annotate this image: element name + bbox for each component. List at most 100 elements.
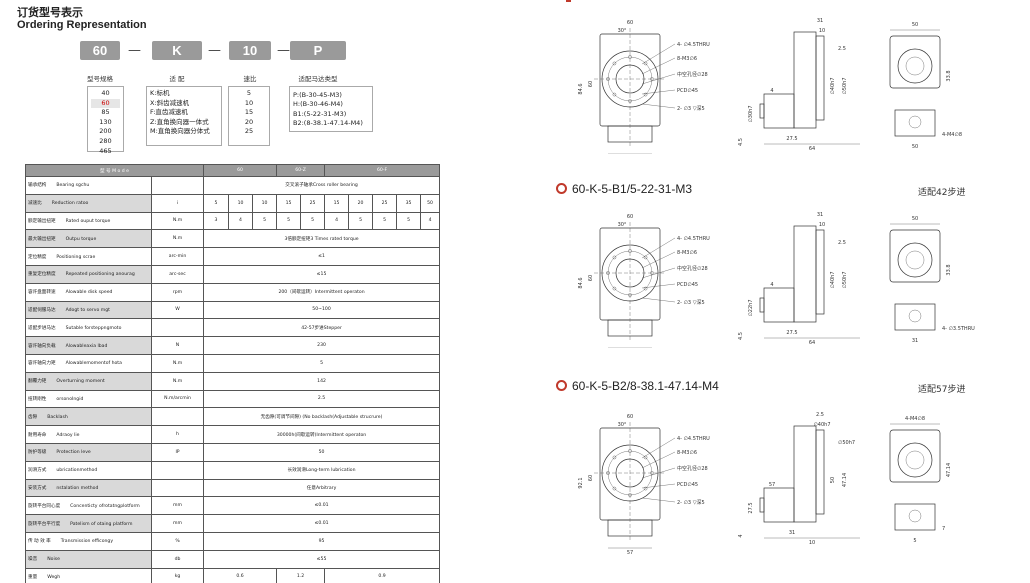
dimension-label: 64: [809, 340, 815, 346]
size-option: 200: [99, 127, 112, 136]
dimension-label: 8-M3∅6: [677, 250, 697, 256]
ratio-cell: 20: [348, 193, 374, 213]
row-unit: N.m: [150, 229, 205, 249]
ratio-cell: 25: [300, 193, 326, 213]
rear-motor: [894, 109, 936, 137]
side-housing: [793, 425, 817, 523]
label-ratio: 速比: [243, 75, 257, 83]
row-label-en: Noise: [47, 557, 60, 563]
rear-hub: [905, 450, 925, 470]
row-unit: N.m: [150, 353, 205, 373]
motor-shaft: [759, 297, 765, 313]
leader-line: [641, 237, 676, 259]
ratio-cell: 35: [396, 193, 422, 213]
dimension-label: 57: [769, 482, 775, 488]
dimension-label: 64: [809, 146, 815, 152]
dimension-label: 57: [627, 550, 633, 556]
dimension-label: 31: [912, 338, 918, 344]
bolt-hole: [612, 486, 617, 491]
rear-bore: [897, 48, 933, 84]
row-unit: rpm: [150, 282, 205, 302]
adapt-option: Z:直角换向器一体式: [150, 117, 209, 126]
leader-line: [641, 297, 676, 303]
dimension-label: 30°: [618, 28, 627, 34]
row-value: ≤1: [203, 247, 441, 266]
row-unit: kg: [150, 567, 205, 583]
row-label-cn: 扭转刚性: [28, 396, 47, 402]
row-label-en: Outpu torque: [65, 236, 97, 242]
motor-shaft-end: [908, 115, 922, 129]
header-60: 60: [203, 164, 278, 177]
dimension-label: 8-M3∅6: [677, 56, 697, 62]
ratio-options: 5 10 15 20 25: [228, 86, 270, 146]
dimension-label: 2- ∅3 ▽深5: [677, 499, 705, 506]
row-label-cn: 重复定位精度: [28, 272, 56, 278]
dimension-label: 33.8: [946, 264, 952, 275]
row-unit: db: [150, 549, 205, 569]
torque-cell: 5: [372, 211, 398, 231]
bolt-hole: [612, 255, 617, 260]
dimension-label: 4-M4∅8: [905, 416, 925, 422]
code-size: 60: [80, 41, 120, 60]
row-label-cn: 旋转平台同心度: [28, 503, 61, 509]
row-label-en: Adraoy lie: [56, 432, 80, 438]
dimension-label: 84.6: [578, 277, 584, 288]
row-value: ≤55: [203, 549, 441, 569]
leader-line: [641, 103, 676, 109]
dimension-label: 27.5: [786, 136, 797, 142]
dimension-label: 4- ∅4.5THRU: [677, 436, 710, 442]
row-label-en: Alowablemomentof hota: [65, 361, 122, 367]
leader-line: [641, 251, 676, 269]
row-label-en: Wegh: [47, 574, 61, 580]
dimension-label: PCD∅45: [677, 88, 698, 94]
size-option: 85: [101, 108, 110, 117]
size-option: 40: [101, 89, 110, 97]
dimension-label: 4.5: [738, 332, 744, 340]
torque-cell: 5: [396, 211, 422, 231]
dimension-label: ∅50h7: [838, 440, 855, 446]
dimension-label: 31: [817, 18, 823, 24]
dimension-label: 2.5: [816, 412, 824, 418]
dimension-label: 60: [588, 275, 594, 281]
leader-line: [641, 57, 676, 75]
row-label-en: ubricationmethod: [56, 468, 98, 474]
leader-line: [641, 497, 676, 503]
row-label-cn: 传 动 效 率: [28, 539, 51, 545]
dimension-label: 30°: [618, 222, 627, 228]
torque-cell: 3: [203, 211, 230, 231]
row-label-en: orsonoIngid: [56, 396, 84, 402]
dimension-label: 4- ∅3.5THRU: [942, 326, 975, 332]
dimension-label: 4: [770, 282, 773, 288]
row-label-cn: 减速比: [28, 201, 42, 207]
header-60f: 60-F: [324, 164, 441, 177]
ratio-cell: 15: [324, 193, 350, 213]
dimension-label: 5: [913, 538, 916, 544]
dimension-label: 60: [627, 20, 633, 26]
row-label-en: Adogt to servo mgt: [65, 307, 110, 313]
row-unit: [150, 478, 205, 498]
bolt-hole: [643, 92, 648, 97]
row-unit: i: [150, 193, 205, 213]
ratio-option: 25: [244, 127, 254, 136]
dimension-label: 27.5: [748, 502, 754, 513]
header-model: 型 号 M o d e: [24, 164, 205, 177]
dimension-label: 31: [817, 212, 823, 218]
dimension-label: 60: [627, 214, 633, 220]
dimension-label: 4: [770, 88, 773, 94]
